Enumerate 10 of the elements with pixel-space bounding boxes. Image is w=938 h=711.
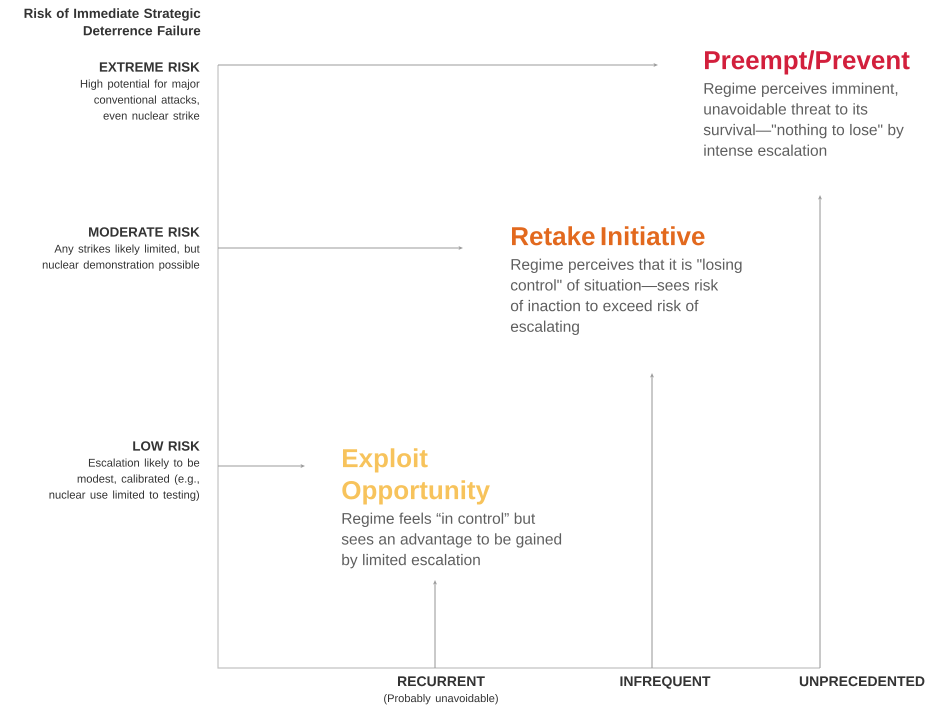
risk-level-label: EXTREME RISK High potential for major conventional attacks, even nuclear strike [80,62,200,120]
escalation-category: Preempt/Prevent Regime perceives imminent, unavoidable threat to its survival—"nothing to lose" by intense escalation [704,50,910,156]
frequency-label: INFREQUENT [620,676,710,689]
frequency-label: UNPRECEDENTED [800,676,924,686]
axis-title: Risk of Immediate Strategic Deterrence Failure [24,8,200,36]
escalation-category: Retake Initiative Regime perceives that it is "losing control" of situation—sees risk of inaction to exceed risk of escalating [510,226,742,335]
escalation-category: Exploit Opportunity Regime feels “in control” but sees an advantage to be gained by limited escalation [342,448,562,568]
risk-level-label: MODERATE RISK Any strikes likely limited, but nuclear demonstration possible [42,227,200,271]
risk-level-label: LOW RISK Escalation likely to be modest, calibrated (e.g., nuclear use limited to testing) [50,441,200,501]
frequency-label: RECURRENT (Probably unavoidable) [384,676,498,704]
